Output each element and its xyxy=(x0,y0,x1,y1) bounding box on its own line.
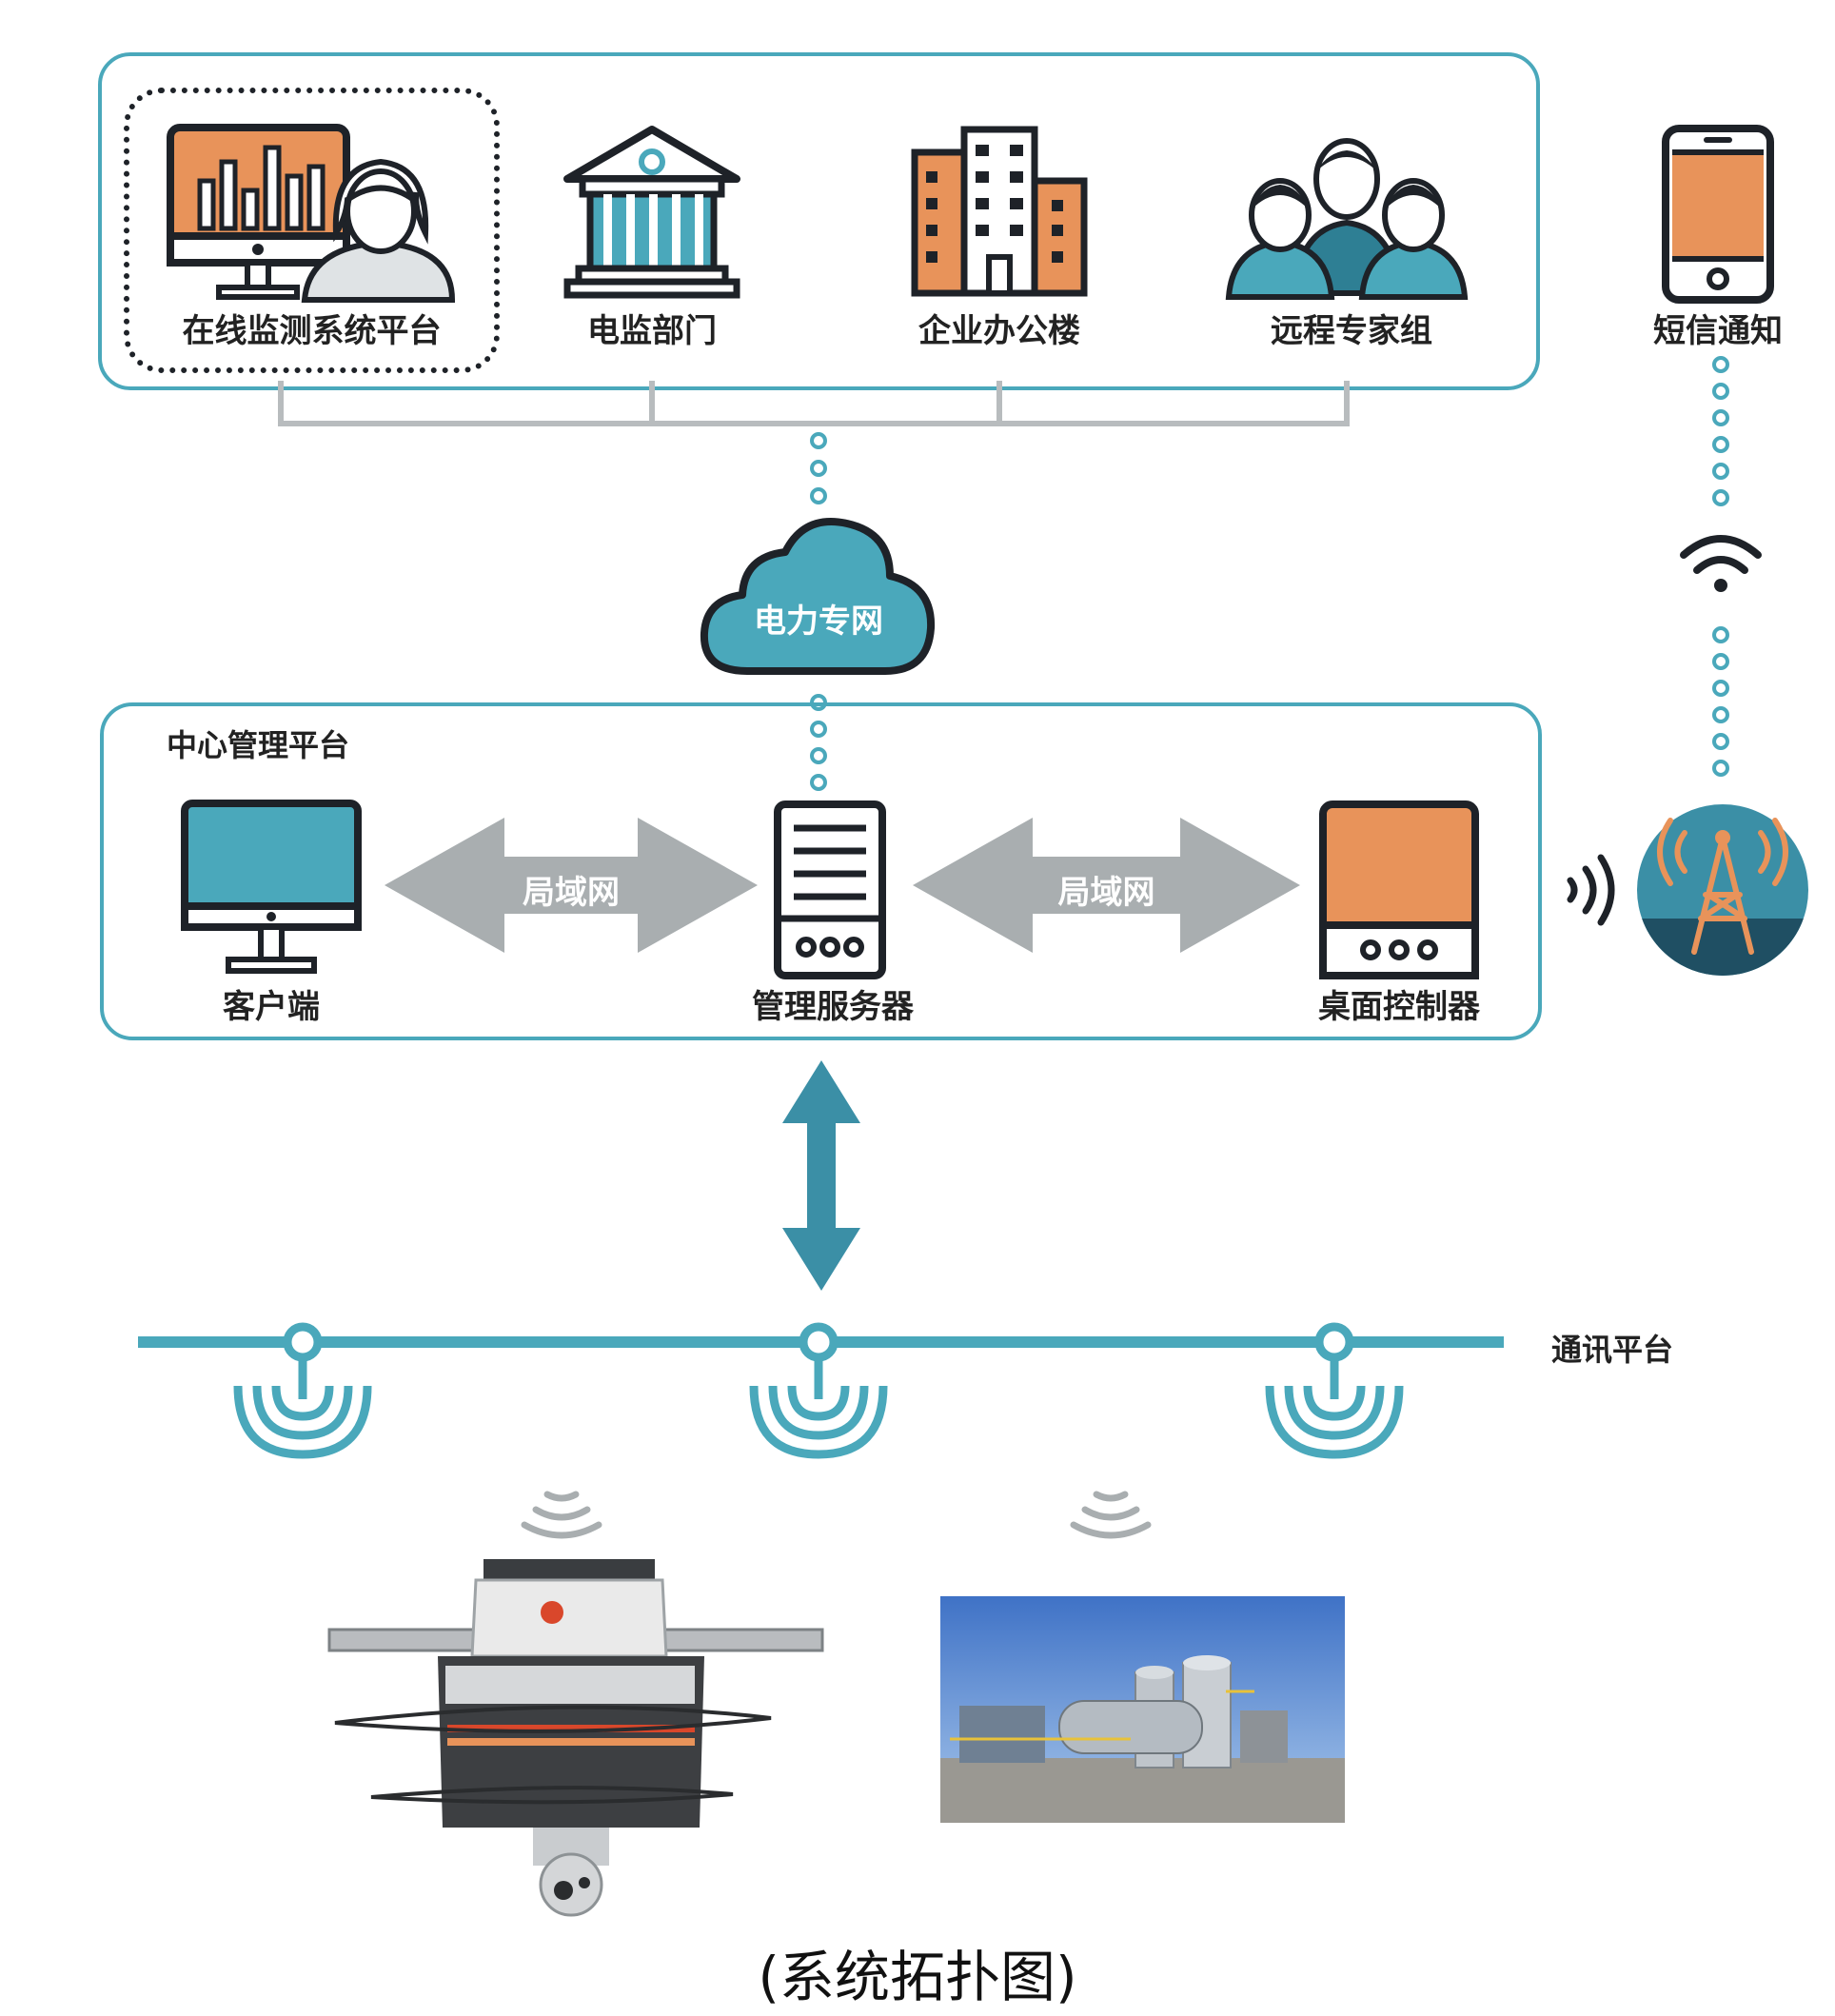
diagram-caption: (系统拓扑图) xyxy=(758,1945,1077,2009)
device-signal-left xyxy=(521,1491,602,1539)
label-sms-notification: 短信通知 xyxy=(1653,312,1783,350)
communication-bus xyxy=(138,1322,1504,1459)
industrial-site-image xyxy=(940,1596,1345,1823)
lan-arrow-left xyxy=(385,818,758,953)
expert-group-icon xyxy=(1225,138,1469,300)
wireless-waves-icon xyxy=(1567,854,1615,926)
mobile-phone-icon xyxy=(1662,125,1774,304)
dotted-link-sms xyxy=(1712,356,1729,777)
desktop-controller-icon xyxy=(1319,800,1479,979)
label-client: 客户端 xyxy=(223,988,320,1026)
label-desktop-controller: 桌面控制器 xyxy=(1318,988,1480,1026)
label-lan-left: 局域网 xyxy=(523,874,620,912)
center-platform-title: 中心管理平台 xyxy=(167,727,350,763)
server-icon xyxy=(774,800,886,979)
label-lan-right: 局域网 xyxy=(1057,874,1155,912)
label-power-private-network: 电力专网 xyxy=(754,603,883,641)
label-remote-experts: 远程专家组 xyxy=(1271,312,1432,350)
cloud-icon xyxy=(700,518,936,675)
wifi-icon xyxy=(1680,535,1762,592)
client-monitor-icon xyxy=(181,800,362,974)
label-management-server: 管理服务器 xyxy=(752,988,914,1026)
device-signal-right xyxy=(1070,1491,1152,1539)
top-connector-bracket xyxy=(278,381,1350,426)
monitor-with-operator-icon xyxy=(167,124,456,303)
label-power-regulator: 电监部门 xyxy=(587,312,717,350)
online-monitoring-highlight xyxy=(124,88,500,373)
signal-tower-icon xyxy=(1637,804,1808,976)
government-building-icon xyxy=(563,126,740,299)
antenna-node xyxy=(233,1322,372,1459)
label-enterprise-office: 企业办公楼 xyxy=(918,312,1080,350)
vertical-double-arrow xyxy=(782,1060,860,1291)
label-online-monitoring: 在线监测系统平台 xyxy=(182,312,442,350)
label-communication-platform: 通讯平台 xyxy=(1551,1332,1674,1368)
inspection-robot-image xyxy=(327,1559,824,1917)
top-platform-frame xyxy=(98,52,1540,390)
lan-arrow-right xyxy=(913,818,1300,953)
office-building-icon xyxy=(911,126,1088,297)
center-platform-frame xyxy=(100,702,1542,1040)
